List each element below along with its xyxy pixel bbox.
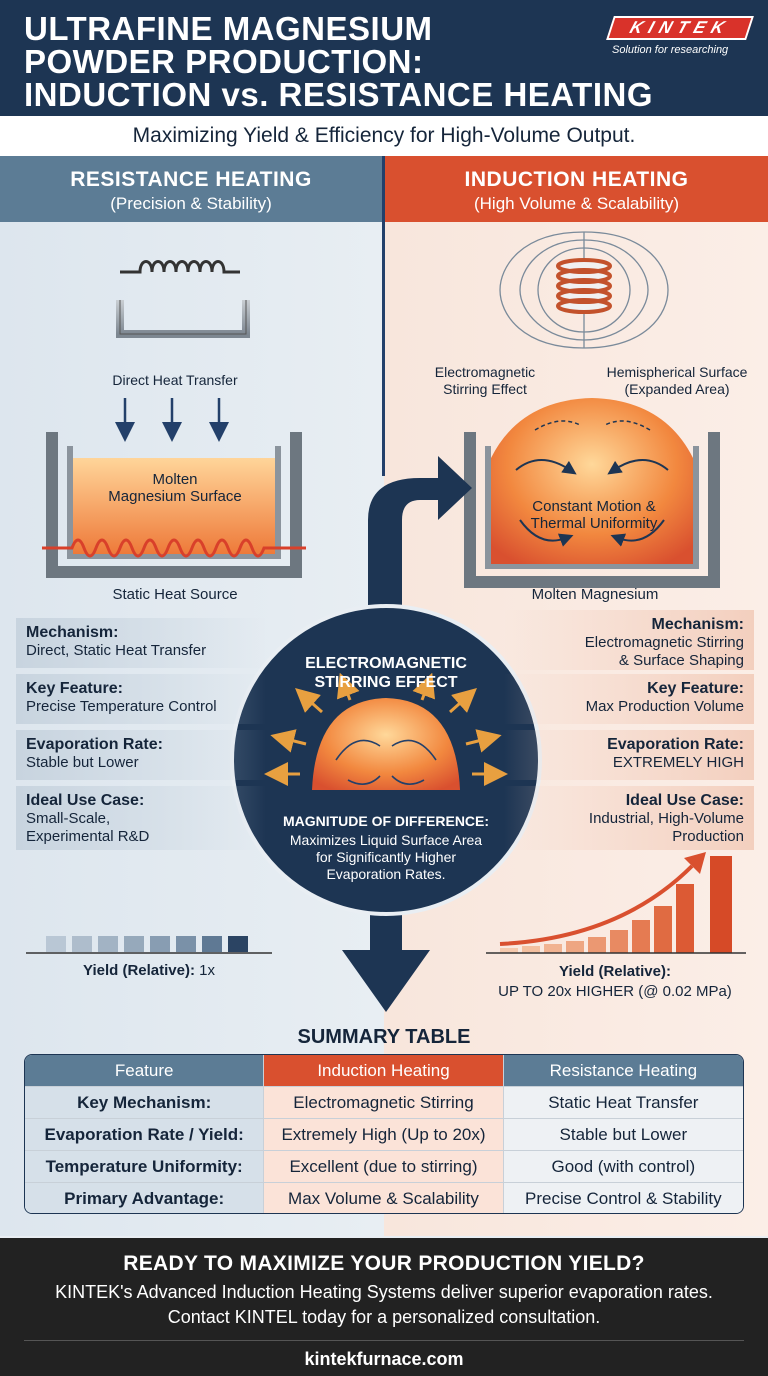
table-header-cell: Feature [25, 1055, 265, 1087]
resistance-ideal-use: Ideal Use Case: Small-Scale, Experimenta… [16, 786, 266, 850]
table-cell: Temperature Uniformity: [25, 1151, 265, 1183]
table-cell: Excellent (due to stirring) [264, 1151, 504, 1183]
table-cell: Max Volume & Scalability [264, 1183, 504, 1213]
footer-cta: READY TO MAXIMIZE YOUR PRODUCTION YIELD?… [0, 1238, 768, 1376]
resistance-coil-icon [120, 260, 240, 274]
stirring-effect-title: ELECTROMAGNETIC STIRRING EFFECT [305, 655, 467, 691]
induction-evaporation-rate: Evaporation Rate: EXTREMELY HIGH [504, 730, 754, 780]
molten-surface-label: Molten Magnesium Surface [108, 471, 242, 505]
induction-crucible [464, 398, 720, 588]
induction-yield: Yield (Relative): UP TO 20x HIGHER (@ 0.… [498, 963, 732, 1000]
table-row: Key Mechanism: Electromagnetic Stirring … [25, 1087, 743, 1119]
induction-mechanism: Mechanism: Electromagnetic Stirring & Su… [504, 610, 754, 670]
table-cell: Key Mechanism: [25, 1087, 265, 1119]
stirring-effect-label: Electromagnetic Stirring Effect [434, 364, 536, 397]
resistance-key-feature: Key Feature: Precise Temperature Control [16, 674, 266, 724]
resistance-heading: RESISTANCE HEATING (Precision & Stabilit… [0, 156, 382, 222]
table-cell: Evaporation Rate / Yield: [25, 1119, 265, 1151]
cta-heading: READY TO MAXIMIZE YOUR PRODUCTION YIELD? [123, 1252, 645, 1275]
resistance-evaporation-rate: Evaporation Rate: Stable but Lower [16, 730, 266, 780]
magnitude-description: Maximizes Liquid Surface Area for Signif… [289, 832, 483, 882]
cta-line-1: KINTEK's Advanced Induction Heating Syst… [55, 1282, 713, 1302]
table-cell: Good (with control) [503, 1151, 743, 1183]
kintek-logo: KINTEK Solution for researching [606, 16, 758, 62]
table-cell: Extremely High (Up to 20x) [264, 1119, 504, 1151]
resistance-crucible [42, 432, 306, 578]
column-divider [382, 156, 385, 476]
resistance-yield-bars [26, 936, 272, 954]
table-cell: Stable but Lower [503, 1119, 743, 1151]
magnitude-heading: MAGNITUDE OF DIFFERENCE: [282, 813, 490, 829]
logo-tagline: Solution for researching [612, 44, 729, 56]
header-banner: ULTRAFINE MAGNESIUM POWDER PRODUCTION: I… [0, 0, 768, 116]
direct-heat-transfer-label: Direct Heat Transfer [112, 372, 238, 388]
table-header-cell: Resistance Heating [503, 1055, 743, 1087]
page-title: ULTRAFINE MAGNESIUM POWDER PRODUCTION: [24, 10, 433, 80]
static-heat-source-label: Static Heat Source [112, 586, 238, 603]
induction-heading: INDUCTION HEATING (High Volume & Scalabi… [385, 156, 768, 222]
stirring-dome-icon [312, 698, 460, 790]
induction-yield-bars [486, 852, 746, 954]
website-link[interactable]: kintekfurnace.com [304, 1349, 464, 1369]
resistance-yield: Yield (Relative): 1x [83, 962, 215, 979]
table-row: Primary Advantage: Max Volume & Scalabil… [25, 1183, 743, 1213]
table-header-row: Feature Induction Heating Resistance Hea… [25, 1055, 743, 1087]
constant-motion-label: Constant Motion & Thermal Uniformity [530, 498, 658, 532]
table-cell: Precise Control & Stability [503, 1183, 743, 1213]
flow-arrow-down [342, 860, 430, 1012]
page-title-line3: INDUCTION vs. RESISTANCE HEATING [24, 76, 653, 113]
table-cell: Electromagnetic Stirring [264, 1087, 504, 1119]
small-tray-icon [116, 300, 250, 338]
hemispherical-surface-label: Hemispherical Surface (Expanded Area) [606, 364, 748, 397]
footer-divider [24, 1340, 744, 1341]
summary-table-title: SUMMARY TABLE [297, 1026, 471, 1048]
table-cell: Static Heat Transfer [503, 1087, 743, 1119]
summary-table: Feature Induction Heating Resistance Hea… [24, 1054, 744, 1214]
diagram-artwork [26, 231, 746, 1012]
table-header-cell: Induction Heating [264, 1055, 504, 1087]
direct-heat-arrows [115, 398, 229, 442]
subtitle-bar: Maximizing Yield & Efficiency for High-V… [0, 116, 768, 156]
induction-key-feature: Key Feature: Max Production Volume [504, 674, 754, 724]
molten-magnesium-label: Molten Magnesium [531, 586, 659, 603]
cta-line-2: Contact KINTEL today for a personalized … [167, 1307, 601, 1327]
induction-coil-icon [499, 231, 669, 349]
table-row: Evaporation Rate / Yield: Extremely High… [25, 1119, 743, 1151]
induction-ideal-use: Ideal Use Case: Industrial, High-Volume … [504, 786, 754, 850]
resistance-mechanism: Mechanism: Direct, Static Heat Transfer [16, 618, 266, 668]
table-cell: Primary Advantage: [25, 1183, 265, 1213]
table-row: Temperature Uniformity: Excellent (due t… [25, 1151, 743, 1183]
